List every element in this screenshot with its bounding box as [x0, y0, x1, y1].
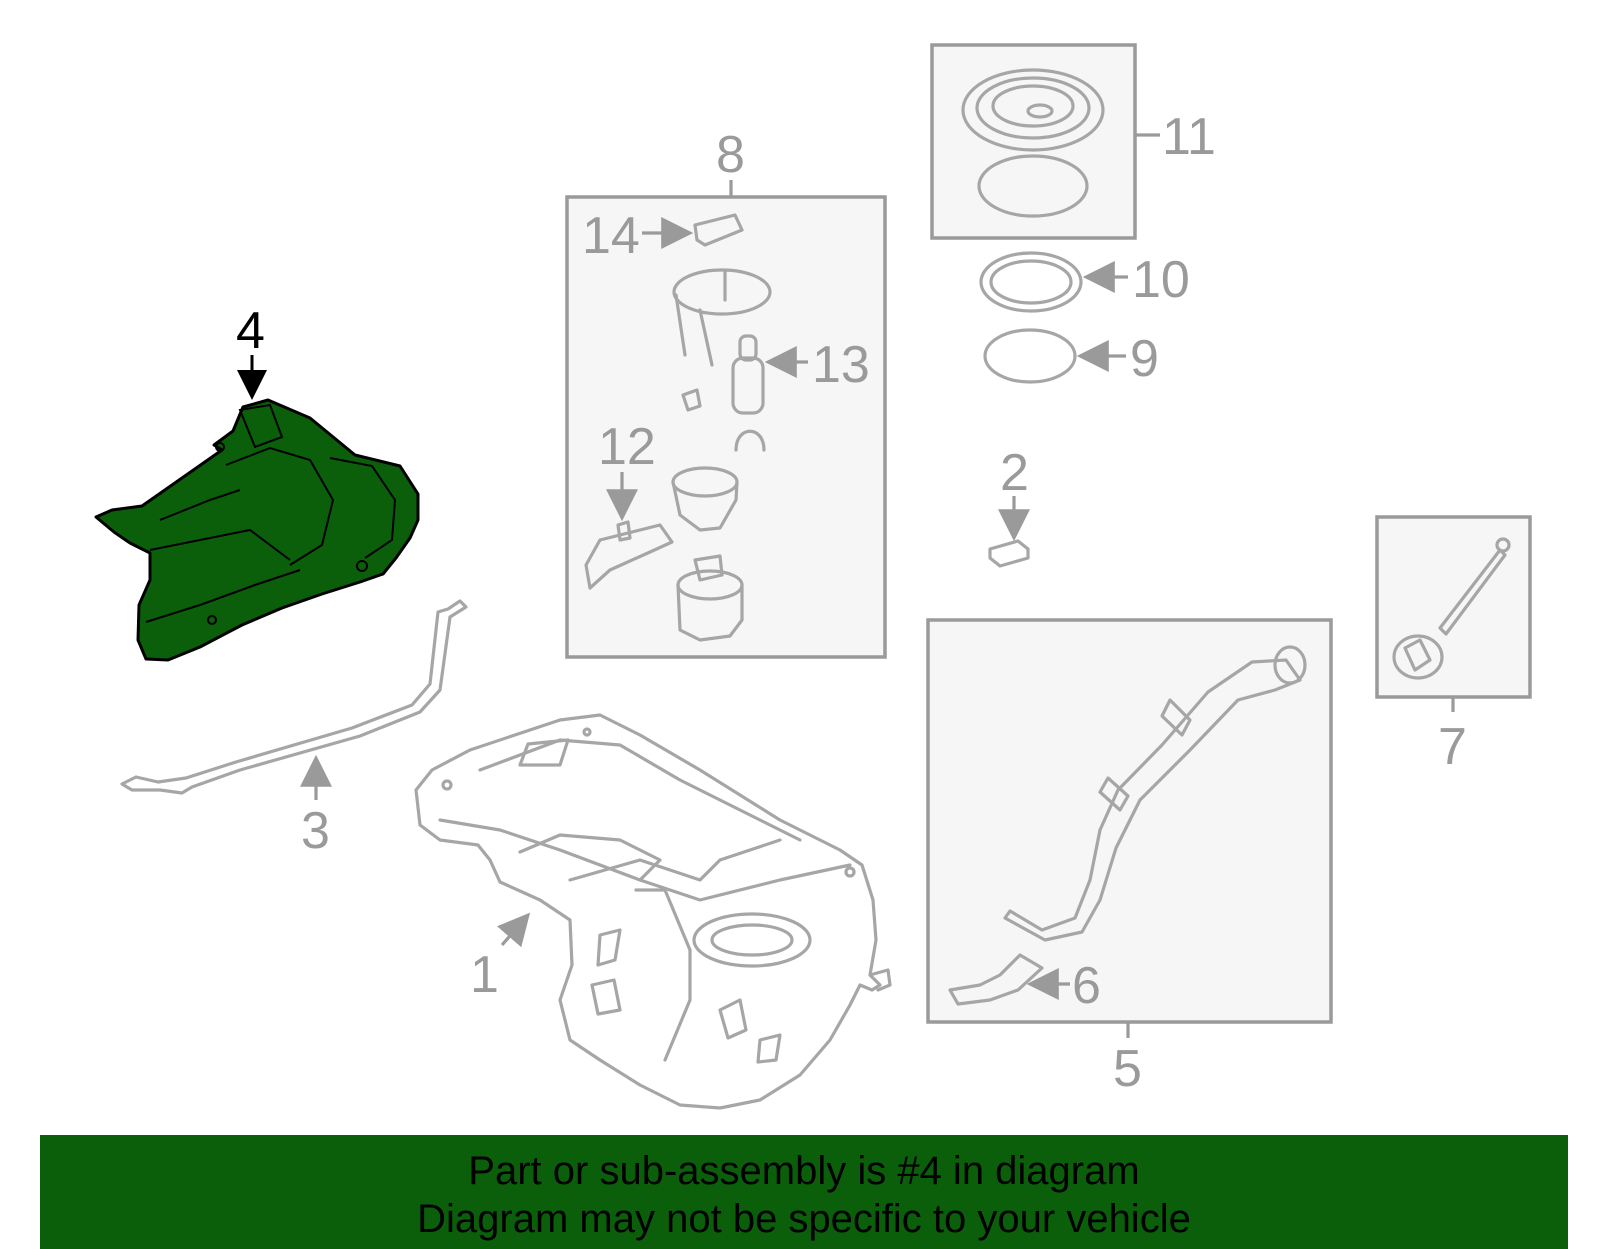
callout-8: 8 [716, 126, 745, 184]
callout-9: 9 [1130, 330, 1159, 388]
part-1-fuel-tank[interactable] [414, 713, 892, 1110]
callout-1: 1 [470, 946, 499, 1004]
callout-11: 11 [1162, 108, 1216, 166]
banner-line-1: Part or sub-assembly is #4 in diagram [468, 1149, 1140, 1193]
part-5-filler-neck[interactable] [1003, 645, 1307, 942]
leader-1 [497, 912, 531, 948]
callout-5: 5 [1113, 1040, 1142, 1098]
callout-2: 2 [1000, 444, 1029, 502]
part-9-o-ring[interactable] [983, 328, 1077, 384]
part-10-lock-ring[interactable] [979, 251, 1083, 313]
banner-line-2: Diagram may not be specific to your vehi… [417, 1197, 1191, 1241]
callout-6: 6 [1072, 957, 1101, 1015]
part-2-clip[interactable] [988, 539, 1030, 568]
part-7-fuel-cap[interactable] [1392, 537, 1511, 680]
callout-4: 4 [236, 302, 265, 360]
callout-7: 7 [1438, 718, 1467, 776]
callout-14: 14 [582, 207, 640, 265]
part-8-pump-module[interactable] [584, 213, 772, 642]
callout-10: 10 [1132, 251, 1190, 309]
part-4-heat-shield[interactable] [94, 398, 420, 662]
box-part-7 [1375, 515, 1532, 699]
part-3-strap[interactable] [120, 599, 468, 795]
callout-13: 13 [812, 336, 870, 394]
box-part-11 [930, 43, 1137, 240]
callout-3: 3 [301, 802, 330, 860]
info-banner: Part or sub-assembly is #4 in diagram Di… [40, 1135, 1568, 1249]
callout-12: 12 [598, 418, 656, 476]
part-11-cover[interactable] [961, 68, 1105, 218]
